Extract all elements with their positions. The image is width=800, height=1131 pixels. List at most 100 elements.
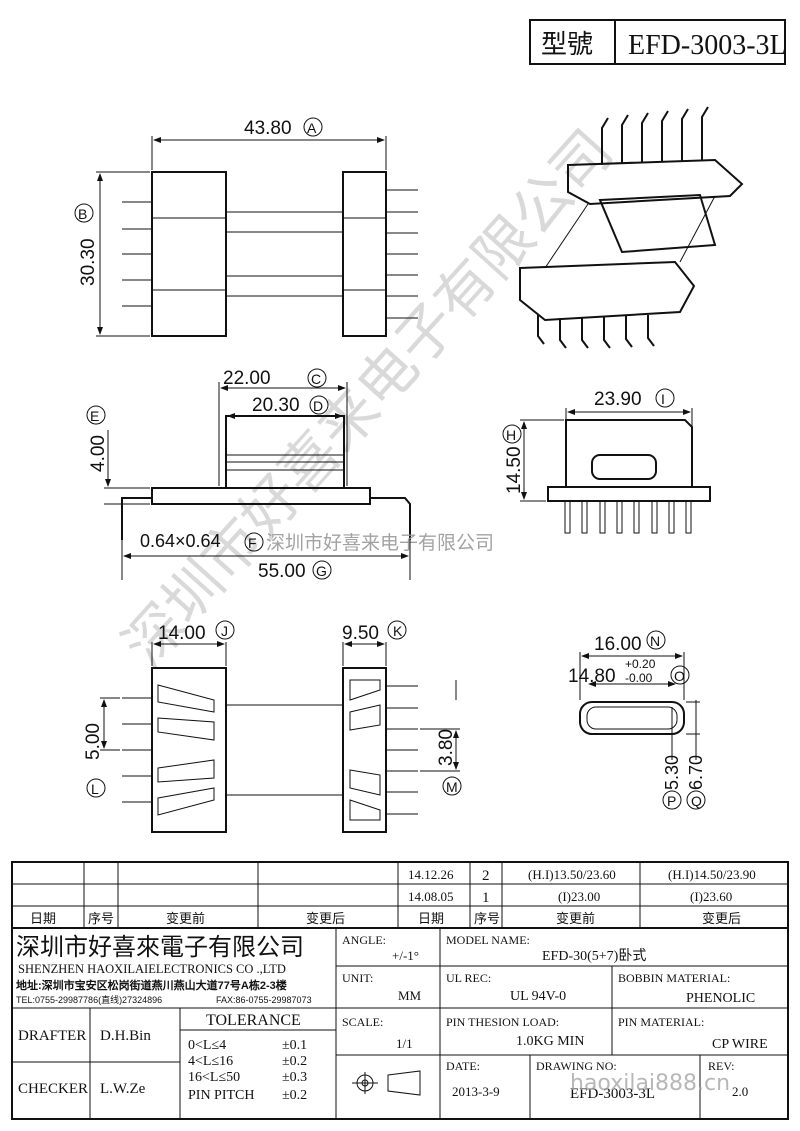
rev-row1-before: (H.I)13.50/23.60 — [528, 867, 616, 882]
checker-label: CHECKER — [18, 1081, 88, 1097]
tol-row4-range: PIN PITCH — [188, 1088, 255, 1103]
side-view: 23.90 I 14.50 H — [502, 388, 711, 534]
bobbin-label: BOBBIN MATERIAL: — [618, 971, 730, 985]
dim-j-tag: J — [221, 623, 228, 639]
pin-material-value: CP WIRE — [712, 1037, 768, 1052]
drawing-no-value: EFD-3003-3L — [570, 1086, 655, 1102]
dim-d-value: 20.30 — [252, 395, 300, 416]
checker-value: L.W.Ze — [100, 1081, 146, 1097]
dim-o-tag: O — [674, 668, 685, 684]
dim-l-tag: L — [91, 781, 99, 797]
tol-row1-range: 0<L≤4 — [188, 1038, 226, 1053]
rev-row1-after: (H.I)14.50/23.90 — [668, 867, 756, 882]
dim-a-value: 43.80 — [244, 118, 292, 139]
rev-header-date-2: 日期 — [418, 911, 444, 926]
tolerance-title: TOLERANCE — [206, 1012, 301, 1029]
rev-header-no-2: 序号 — [474, 911, 500, 926]
dim-p-tag: P — [667, 793, 676, 809]
dim-c-tag: C — [311, 371, 321, 387]
dim-c-value: 22.00 — [223, 368, 271, 389]
revision-table: 14.12.26 2 (H.I)13.50/23.60 (H.I)14.50/2… — [11, 861, 789, 929]
company-address: 地址:深圳市宝安区松岗街道燕川燕山大道77号A栋2-3楼 — [16, 978, 287, 992]
tol-row4-value: ±0.2 — [282, 1088, 307, 1103]
angle-label: ANGLE: — [342, 933, 386, 947]
top-view: 43.80 A 30.30 B — [74, 117, 418, 337]
dim-q-value: 6.70 — [686, 755, 706, 790]
rev-header-date: 日期 — [30, 911, 56, 926]
dim-i-value: 23.90 — [594, 389, 642, 410]
isometric-view — [519, 106, 744, 349]
dim-o-value: 14.80 — [568, 666, 616, 687]
model-name-value: EFD-30(5+7)卧式 — [542, 948, 646, 964]
ul-label: UL REC: — [446, 971, 491, 985]
dim-l-value: 5.00 — [83, 723, 104, 760]
dim-p-value: 5.30 — [662, 755, 682, 790]
dim-h-value: 14.50 — [504, 446, 525, 494]
dim-m-tag: M — [446, 779, 458, 795]
drafter-value: D.H.Bin — [100, 1028, 151, 1044]
tol-row2-range: 4<L≤16 — [188, 1054, 233, 1069]
rev-header-after: 变更后 — [306, 911, 345, 926]
scale-value: 1/1 — [396, 1036, 413, 1051]
rev-row2-no: 1 — [482, 890, 490, 906]
watermark-horizontal: 深圳市好喜来电子有限公司 — [266, 532, 494, 554]
bobbin-value: PHENOLIC — [686, 991, 755, 1006]
tol-row1-value: ±0.1 — [282, 1038, 307, 1053]
date-value: 2013-3-9 — [452, 1084, 500, 1099]
dim-k-value: 9.50 — [342, 623, 379, 644]
company-name-cn: 深圳市好喜來電子有限公司 — [16, 934, 304, 961]
unit-label: UNIT: — [342, 971, 373, 985]
dim-n-tag: N — [650, 633, 660, 649]
drafter-label: DRAFTER — [18, 1028, 86, 1044]
rev-row2-after: (I)23.60 — [690, 889, 732, 904]
rev-header-before-2: 变更前 — [556, 911, 595, 926]
ul-value: UL 94V-0 — [510, 989, 566, 1004]
watermark-diagonal: 深圳市好喜来电子有限公司 — [110, 117, 626, 680]
model-name-label: MODEL NAME: — [446, 933, 530, 947]
dim-m-value: 3.80 — [436, 729, 457, 766]
company-tel: TEL:0755-29987786(直线)27324896 — [16, 994, 162, 1005]
scale-label: SCALE: — [342, 1015, 383, 1029]
rev-row1-no: 2 — [482, 868, 490, 884]
title-block: 深圳市好喜來電子有限公司 SHENZHEN HAOXILAIELECTRONIC… — [11, 927, 789, 1120]
angle-value: +/-1° — [392, 948, 419, 963]
rev-header-after-2: 变更后 — [702, 911, 741, 926]
model-value: EFD-3003-3L — [628, 30, 787, 61]
dim-q-tag: Q — [691, 793, 702, 809]
dim-a-tag: A — [307, 120, 317, 136]
rev-header-no: 序号 — [88, 911, 114, 926]
dim-n-value: 16.00 — [594, 634, 642, 655]
rev-header-before: 变更前 — [166, 911, 205, 926]
dim-g-tag: G — [316, 563, 327, 579]
rev-row2-before: (I)23.00 — [558, 889, 600, 904]
dim-e-value: 4.00 — [88, 435, 109, 472]
front-view: 22.00 C 20.30 D 4.00 E 0.64×0.64 F 深圳市好喜… — [86, 368, 494, 582]
unit-value: MM — [398, 988, 422, 1003]
tol-row3-value: ±0.3 — [282, 1070, 307, 1085]
tol-row2-value: ±0.2 — [282, 1054, 307, 1069]
pin-load-value: 1.0KG MIN — [516, 1034, 584, 1049]
company-fax: FAX:86-0755-29987073 — [216, 995, 312, 1005]
date-label: DATE: — [446, 1059, 480, 1073]
dim-f-tag: F — [248, 535, 257, 551]
dim-f-value: 0.64×0.64 — [140, 531, 221, 551]
pin-load-label: PIN THESION LOAD: — [446, 1015, 559, 1029]
dim-d-tag: D — [313, 398, 323, 414]
dim-j-value: 14.00 — [158, 623, 206, 644]
rev-value: 2.0 — [732, 1084, 748, 1099]
projection-symbol-icon — [352, 1070, 421, 1096]
rev-row1-date: 14.12.26 — [408, 867, 454, 882]
dim-i-tag: I — [661, 391, 665, 407]
model-header: 型號 EFD-3003-3L — [529, 19, 787, 65]
rev-label: REV: — [708, 1059, 734, 1073]
dim-b-value: 30.30 — [78, 238, 99, 286]
bottom-view: 14.00 J 9.50 K 5.00 L 3.80 M — [83, 620, 462, 833]
company-name-en: SHENZHEN HAOXILAIELECTRONICS CO .,LTD — [18, 962, 286, 976]
dim-o-tol-minus: -0.00 — [625, 671, 653, 685]
dim-b-tag: B — [78, 206, 87, 222]
dim-k-tag: K — [393, 623, 403, 639]
model-label: 型號 — [541, 29, 593, 59]
rev-row2-date: 14.08.05 — [408, 889, 454, 904]
dim-h-tag: H — [506, 427, 516, 443]
